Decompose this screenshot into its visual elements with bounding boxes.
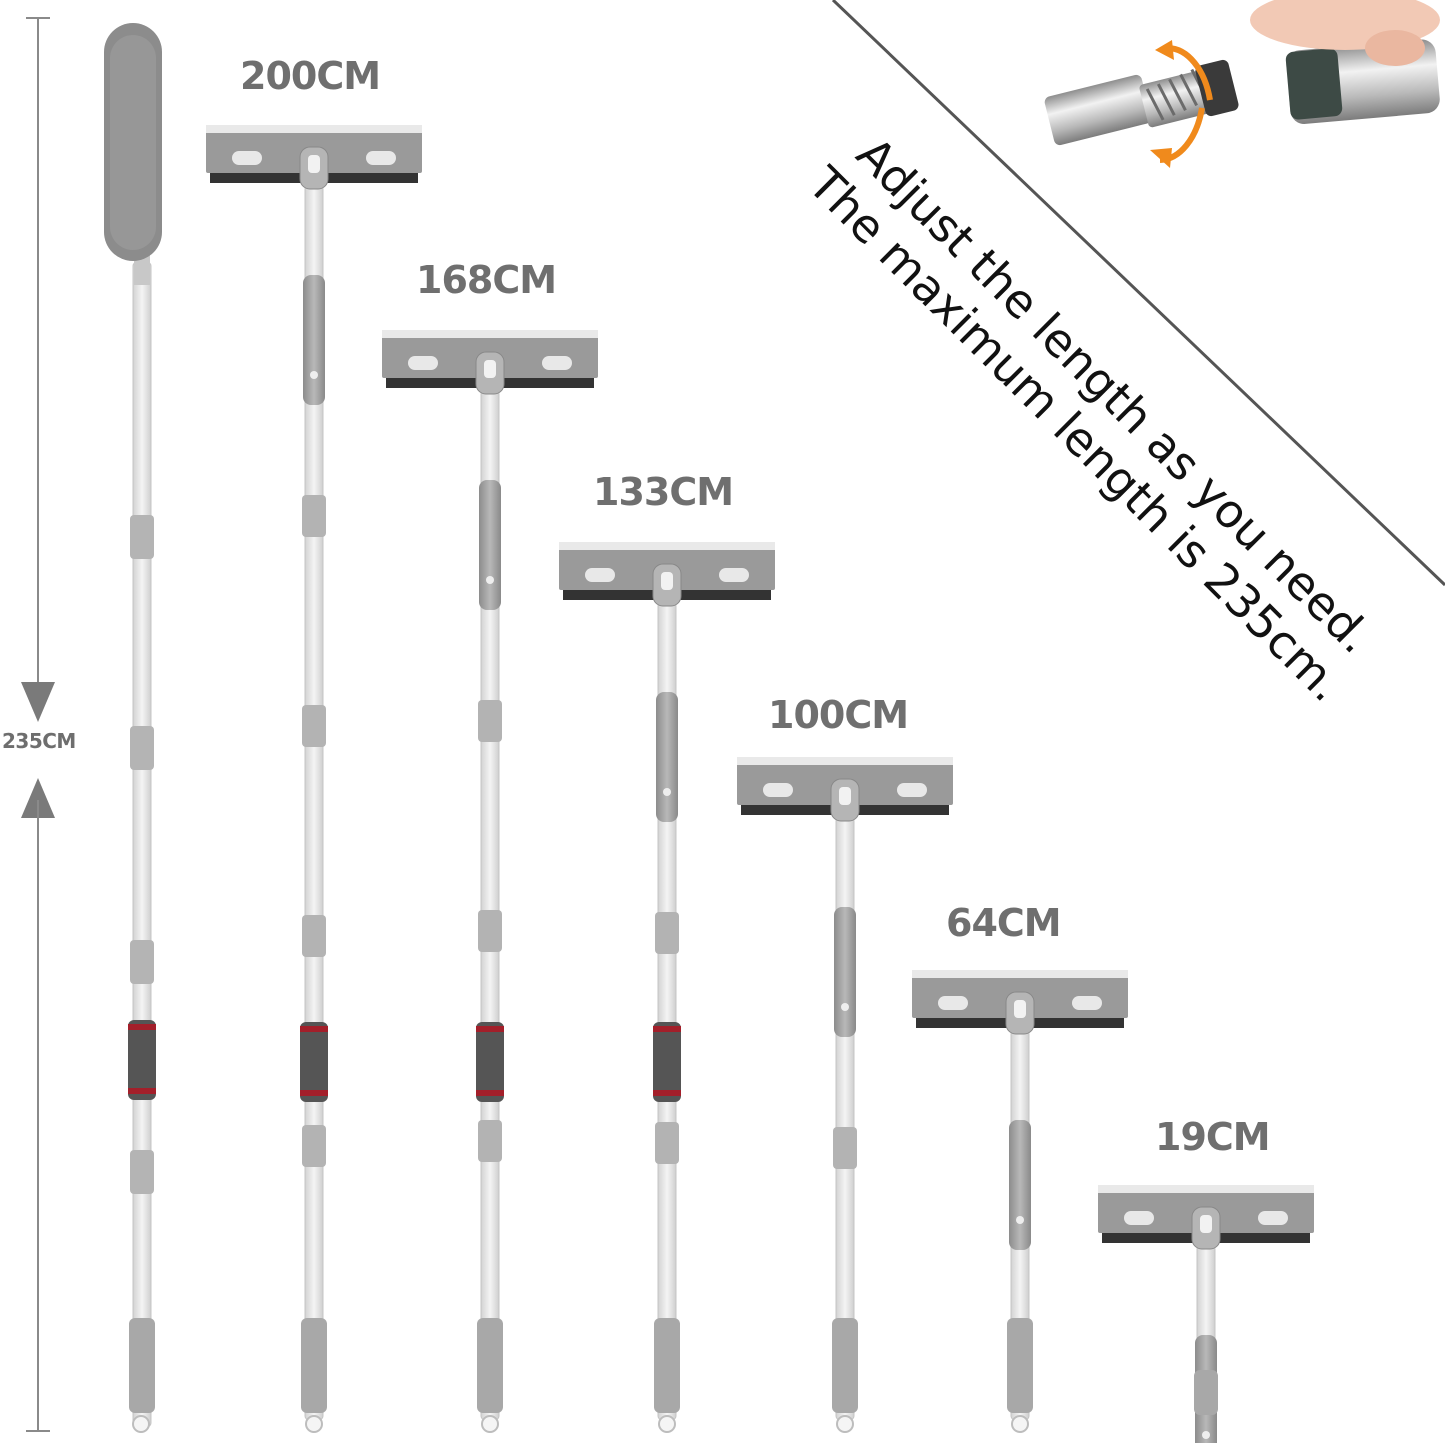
length-label-168: 168CM [416,258,557,302]
mop-200cm [206,125,422,1433]
arrow-up-icon [21,778,55,818]
mop-133cm [559,542,775,1433]
thread-spring [1145,68,1210,121]
length-label-100: 100CM [768,693,909,737]
mop-168cm [382,330,598,1433]
arrow-down-icon [21,682,55,722]
length-label-19: 19CM [1155,1115,1271,1159]
duster-235cm [104,23,162,1433]
dimension-label: 235CM [2,729,76,753]
length-label-64: 64CM [946,901,1062,945]
mop-64cm [912,970,1128,1433]
rotate-arrow-icon [1167,45,1213,101]
mop-100cm [737,757,953,1433]
mop-19cm [1098,1185,1314,1443]
length-label-200: 200CM [240,54,381,98]
telescopic-pole-closeup [1044,0,1440,168]
length-label-133: 133CM [593,470,734,514]
diagonal-divider [831,0,1445,587]
dimension-indicator [21,17,55,1432]
